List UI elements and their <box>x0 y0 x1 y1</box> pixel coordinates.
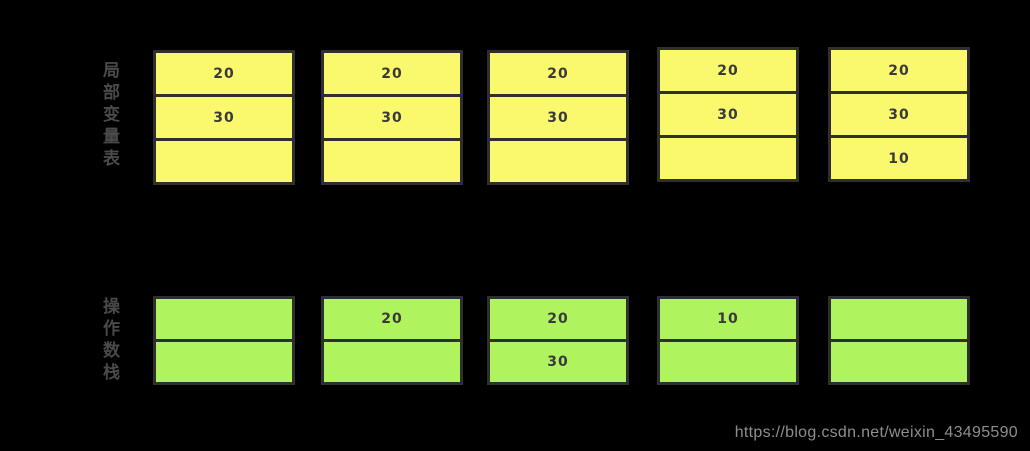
stack-slot <box>156 339 292 382</box>
operand-stack-step-2: 20 <box>321 296 463 385</box>
stack-slot <box>156 299 292 339</box>
local-var-slot <box>324 138 460 182</box>
local-var-table-step-1: 20 30 <box>153 50 295 185</box>
stack-slot <box>660 339 796 382</box>
stack-slot: 20 <box>547 311 569 327</box>
local-var-slot: 20 <box>213 65 235 82</box>
operand-stack-step-4: 10 <box>657 296 799 385</box>
stack-slot: 10 <box>717 311 739 327</box>
csdn-watermark-url: https://blog.csdn.net/weixin_43495590 <box>734 424 1018 441</box>
local-var-table-step-3: 20 30 <box>487 50 629 185</box>
local-var-table-step-2: 20 30 <box>321 50 463 185</box>
operand-stack-step-5 <box>828 296 970 385</box>
local-variable-table-label: 局部变量表 <box>99 61 119 171</box>
operand-stack-step-1 <box>153 296 295 385</box>
local-var-slot: 20 <box>717 62 739 79</box>
stack-slot <box>831 299 967 339</box>
operand-stack-step-3: 20 30 <box>487 296 629 385</box>
local-var-slot: 30 <box>831 91 967 135</box>
local-var-table-step-4: 20 30 <box>657 47 799 182</box>
local-var-slot: 30 <box>660 91 796 135</box>
local-var-slot: 30 <box>490 94 626 138</box>
local-var-slot <box>660 135 796 179</box>
operand-stack-label: 操作数栈 <box>99 297 119 385</box>
local-var-table-step-5: 20 30 10 <box>828 47 970 182</box>
stack-slot <box>324 339 460 382</box>
local-var-slot: 10 <box>831 135 967 179</box>
stack-slot: 20 <box>381 311 403 327</box>
local-var-slot <box>490 138 626 182</box>
local-var-slot <box>156 138 292 182</box>
local-var-slot: 30 <box>324 94 460 138</box>
local-var-slot: 30 <box>156 94 292 138</box>
local-var-slot: 20 <box>888 62 910 79</box>
local-var-slot: 20 <box>381 65 403 82</box>
local-var-slot: 20 <box>547 65 569 82</box>
stack-slot <box>831 339 967 382</box>
stack-slot: 30 <box>490 339 626 382</box>
